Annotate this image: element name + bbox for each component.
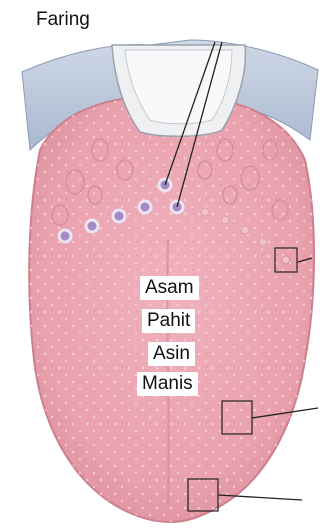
taste-label-bitter: Pahit	[142, 309, 195, 333]
taste-label-sweet: Manis	[137, 372, 198, 396]
taste-label-salty: Asin	[148, 342, 195, 366]
taste-label-sour: Asam	[140, 276, 199, 300]
pharynx-label: Faring	[36, 9, 90, 31]
